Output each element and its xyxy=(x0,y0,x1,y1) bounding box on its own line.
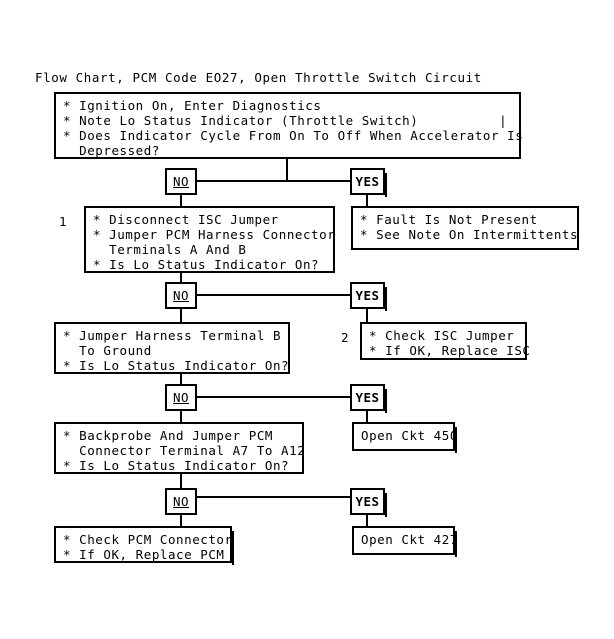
connector-no-drop-4 xyxy=(180,515,182,526)
branch-yes-1-label: YES xyxy=(355,174,380,189)
node-fault-not-present: * Fault Is Not Present * See Note On Int… xyxy=(351,206,579,250)
callout-1: 1 xyxy=(59,214,67,229)
branch-yes-4-label: YES xyxy=(355,494,380,509)
connector-yes-drop-2 xyxy=(366,309,368,322)
connector-no-drop-1 xyxy=(180,195,182,206)
connector-no-drop-3 xyxy=(180,411,182,422)
connector-yes-drop-3 xyxy=(366,411,368,422)
branch-yes-3[interactable]: YES xyxy=(350,384,387,413)
branch-no-3-label: NO xyxy=(172,390,190,405)
node-check-isc: * Check ISC Jumper * If OK, Replace ISC xyxy=(360,322,530,360)
connector-split-bar-4 xyxy=(181,496,353,498)
page-title: Flow Chart, PCM Code EO27, Open Throttle… xyxy=(35,70,482,85)
connector-start-stem xyxy=(286,159,288,181)
branch-yes-4[interactable]: YES xyxy=(350,488,387,517)
node-step4: * Check PCM Connector * If OK, Replace P… xyxy=(54,526,234,565)
connector-yes-drop-4 xyxy=(366,515,368,526)
branch-yes-2-label: YES xyxy=(355,288,380,303)
node-step1: * Disconnect ISC Jumper * Jumper PCM Har… xyxy=(84,206,335,273)
branch-yes-3-label: YES xyxy=(355,390,380,405)
branch-no-2-label: NO xyxy=(172,288,190,303)
branch-no-1[interactable]: NO xyxy=(165,168,197,195)
branch-no-4-label: NO xyxy=(172,494,190,509)
node-start: * Ignition On, Enter Diagnostics * Note … xyxy=(54,92,523,159)
node-open-ckt-450: Open Ckt 450 xyxy=(352,422,457,453)
node-step2: * Jumper Harness Terminal B To Ground * … xyxy=(54,322,290,374)
callout-2: 2 xyxy=(341,330,349,345)
branch-yes-2[interactable]: YES xyxy=(350,282,387,311)
connector-yes-drop-1 xyxy=(366,195,368,206)
branch-no-2[interactable]: NO xyxy=(165,282,197,309)
branch-no-4[interactable]: NO xyxy=(165,488,197,515)
branch-no-1-label: NO xyxy=(172,174,190,189)
connector-no-drop-2 xyxy=(180,309,182,322)
connector-split-bar-2 xyxy=(181,294,353,296)
branch-no-3[interactable]: NO xyxy=(165,384,197,411)
connector-split-bar-3 xyxy=(181,396,353,398)
node-open-ckt-427: Open Ckt 427 xyxy=(352,526,457,557)
connector-split-bar-1 xyxy=(181,180,353,182)
branch-yes-1[interactable]: YES xyxy=(350,168,387,197)
connector-step3-stem xyxy=(180,474,182,497)
node-step3: * Backprobe And Jumper PCM Connector Ter… xyxy=(54,422,305,474)
